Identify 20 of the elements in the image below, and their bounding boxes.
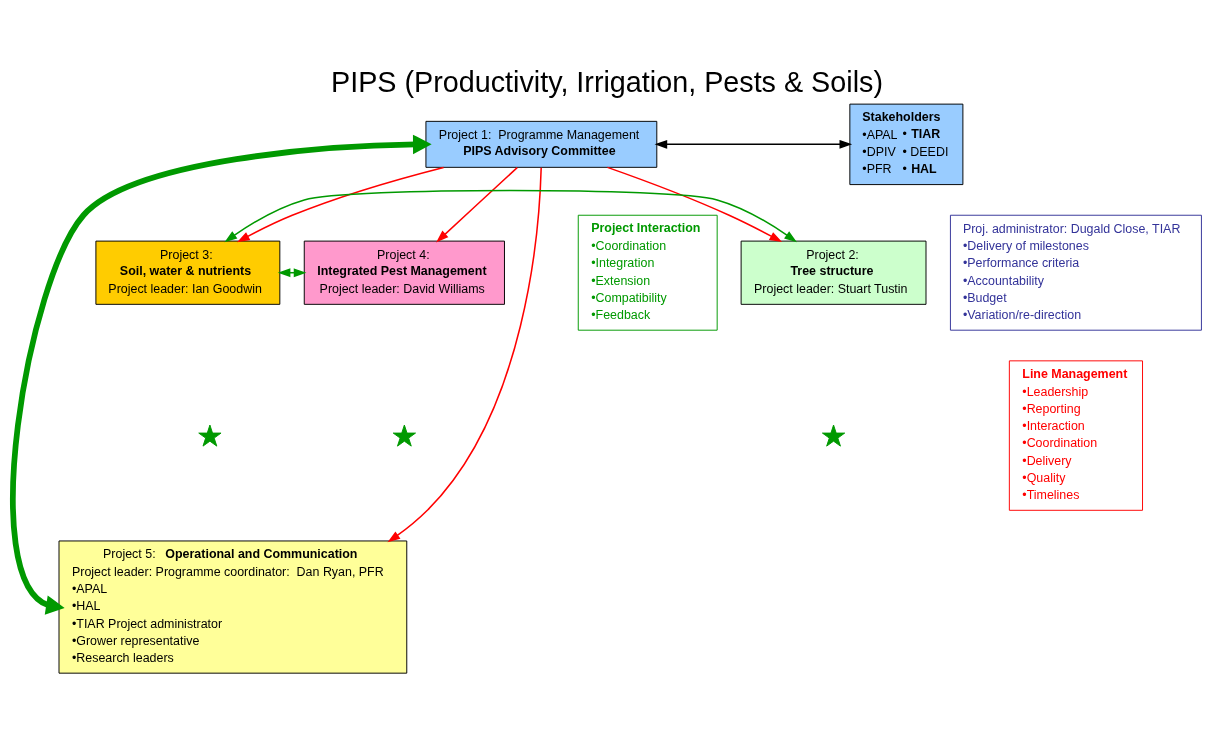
node-box: Project 5: Operational and Communication Project leader: Programme coordinator: Dan Ryan, PFR •APAL •HAL •TIAR Project administrator •Grower representative •Research leaders: [58, 540, 408, 674]
node-box: Proj. administrator: Dugald Close, TIAR •Delivery of milestones •Performance criteria •Accountability •Budget •Variation/re-direction: [949, 214, 1202, 331]
diagram-title: PIPS (Productivity, Irrigation, Pests & Soils): [331, 65, 883, 98]
node-box: Project 1: Programme Management PIPS Advisory Committee: [425, 120, 658, 168]
node-box: Stakeholders •APAL • TIAR •DPIV • DEEDI •PFR • HAL: [849, 103, 964, 186]
arrow: [10, 134, 432, 615]
arrow: [237, 166, 445, 243]
node-star: [392, 424, 416, 447]
arrow: [224, 189, 797, 243]
arrow: [654, 139, 853, 149]
arrow: [387, 167, 542, 543]
node-box: Project 3: Soil, water & nutrients Project leader: Ian Goodwin: [95, 240, 281, 305]
arrow: [606, 166, 783, 243]
arrow: [436, 166, 518, 243]
node-box: Project 2: Tree structure Project leader: Stuart Tustin: [740, 240, 927, 305]
node-star: [821, 424, 846, 447]
node-star: [198, 424, 222, 447]
node-box: Project Interaction •Coordination •Integration •Extension •Compatibility •Feedback: [577, 214, 718, 331]
node-box: Line Management •Leadership •Reporting •Interaction •Coordination •Delivery •Quality •Timelines: [1008, 360, 1143, 511]
node-box: Project 4: Integrated Pest Management Project leader: David Williams: [303, 240, 505, 305]
